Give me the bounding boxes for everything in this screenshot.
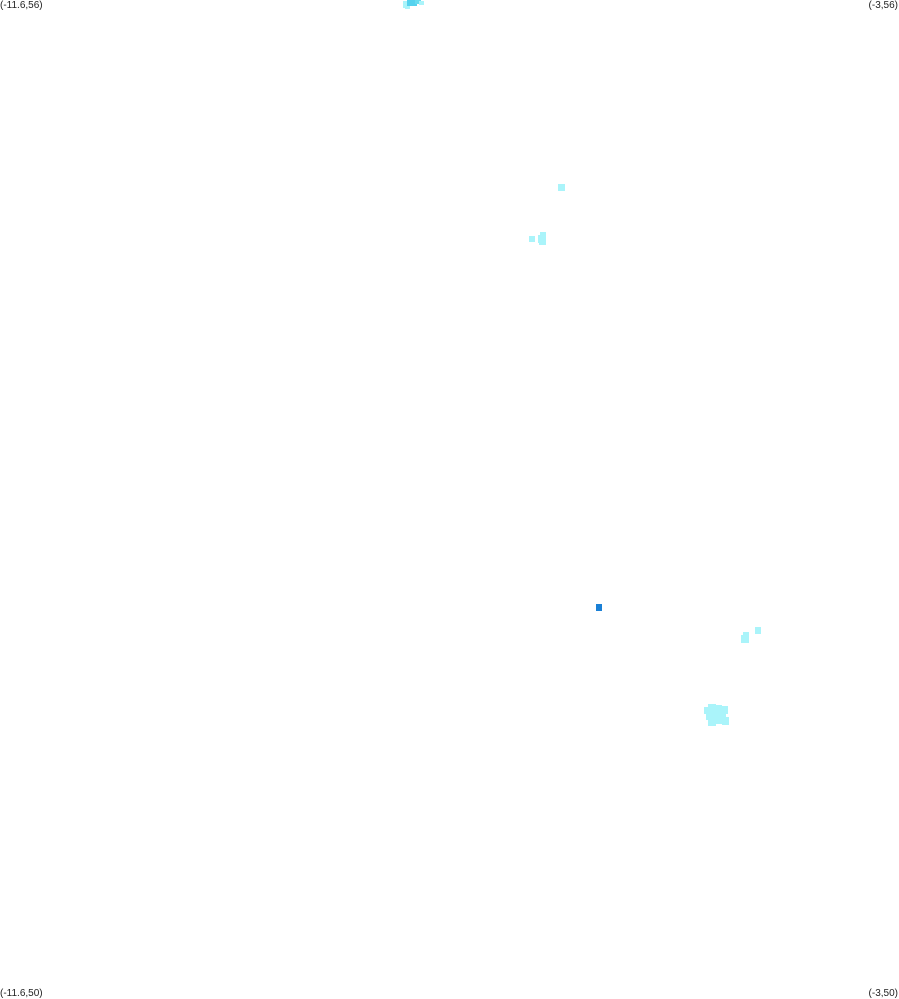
data-cell <box>712 711 720 719</box>
data-cell <box>407 0 417 6</box>
data-cell <box>419 1 424 5</box>
data-cell <box>714 705 722 713</box>
data-cell <box>529 236 535 242</box>
data-cell <box>718 712 726 720</box>
data-cell <box>415 0 421 4</box>
data-cell <box>706 712 714 720</box>
cluster-east <box>741 627 761 643</box>
data-cell <box>405 6 410 9</box>
data-cell <box>708 718 716 726</box>
data-cell <box>403 1 410 8</box>
corner-label-top-right: (-3,56) <box>868 0 898 11</box>
data-cell <box>708 704 716 712</box>
data-cell <box>539 241 546 245</box>
cluster-north <box>529 232 546 245</box>
cluster-south <box>704 704 729 726</box>
data-cell <box>755 627 761 634</box>
data-cell <box>722 717 729 725</box>
data-cell <box>558 184 565 191</box>
corner-label-top-left: (-11.6,56) <box>0 0 43 11</box>
data-cell <box>716 718 722 724</box>
data-cell <box>538 235 546 243</box>
data-cell <box>596 604 602 611</box>
data-cell <box>720 706 728 714</box>
data-cell <box>540 232 546 237</box>
data-cell <box>741 635 749 643</box>
cluster-top <box>403 0 424 9</box>
corner-label-bottom-right: (-3,50) <box>868 988 898 999</box>
data-cell <box>743 632 749 637</box>
corner-label-bottom-left: (-11.6,50) <box>0 988 43 999</box>
